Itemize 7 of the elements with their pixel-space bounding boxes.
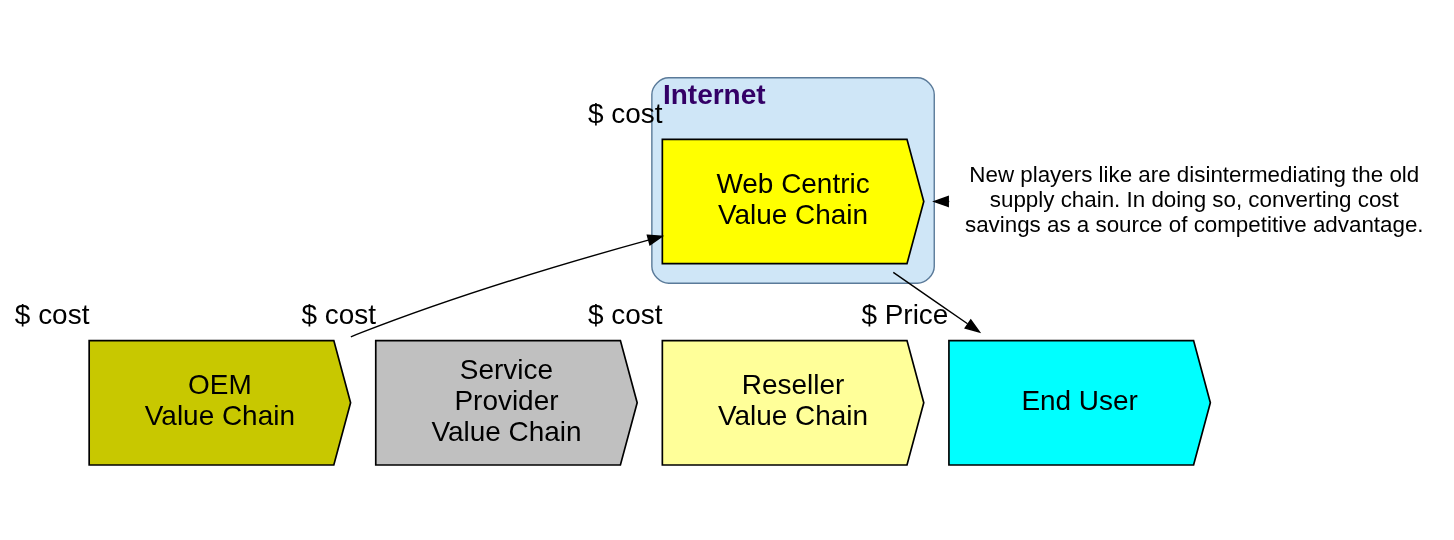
node-label: $ Price	[861, 298, 949, 330]
node-label: $ cost	[14, 298, 90, 330]
node-label: $ cost	[588, 298, 663, 330]
arrow	[350, 234, 665, 338]
node-text: New players like are disintermediating the old supply chain. In doing so, converting cost savings as a source of competitive advantage.	[964, 161, 1424, 237]
node-label: $ cost	[301, 298, 376, 330]
arrow	[892, 271, 982, 334]
